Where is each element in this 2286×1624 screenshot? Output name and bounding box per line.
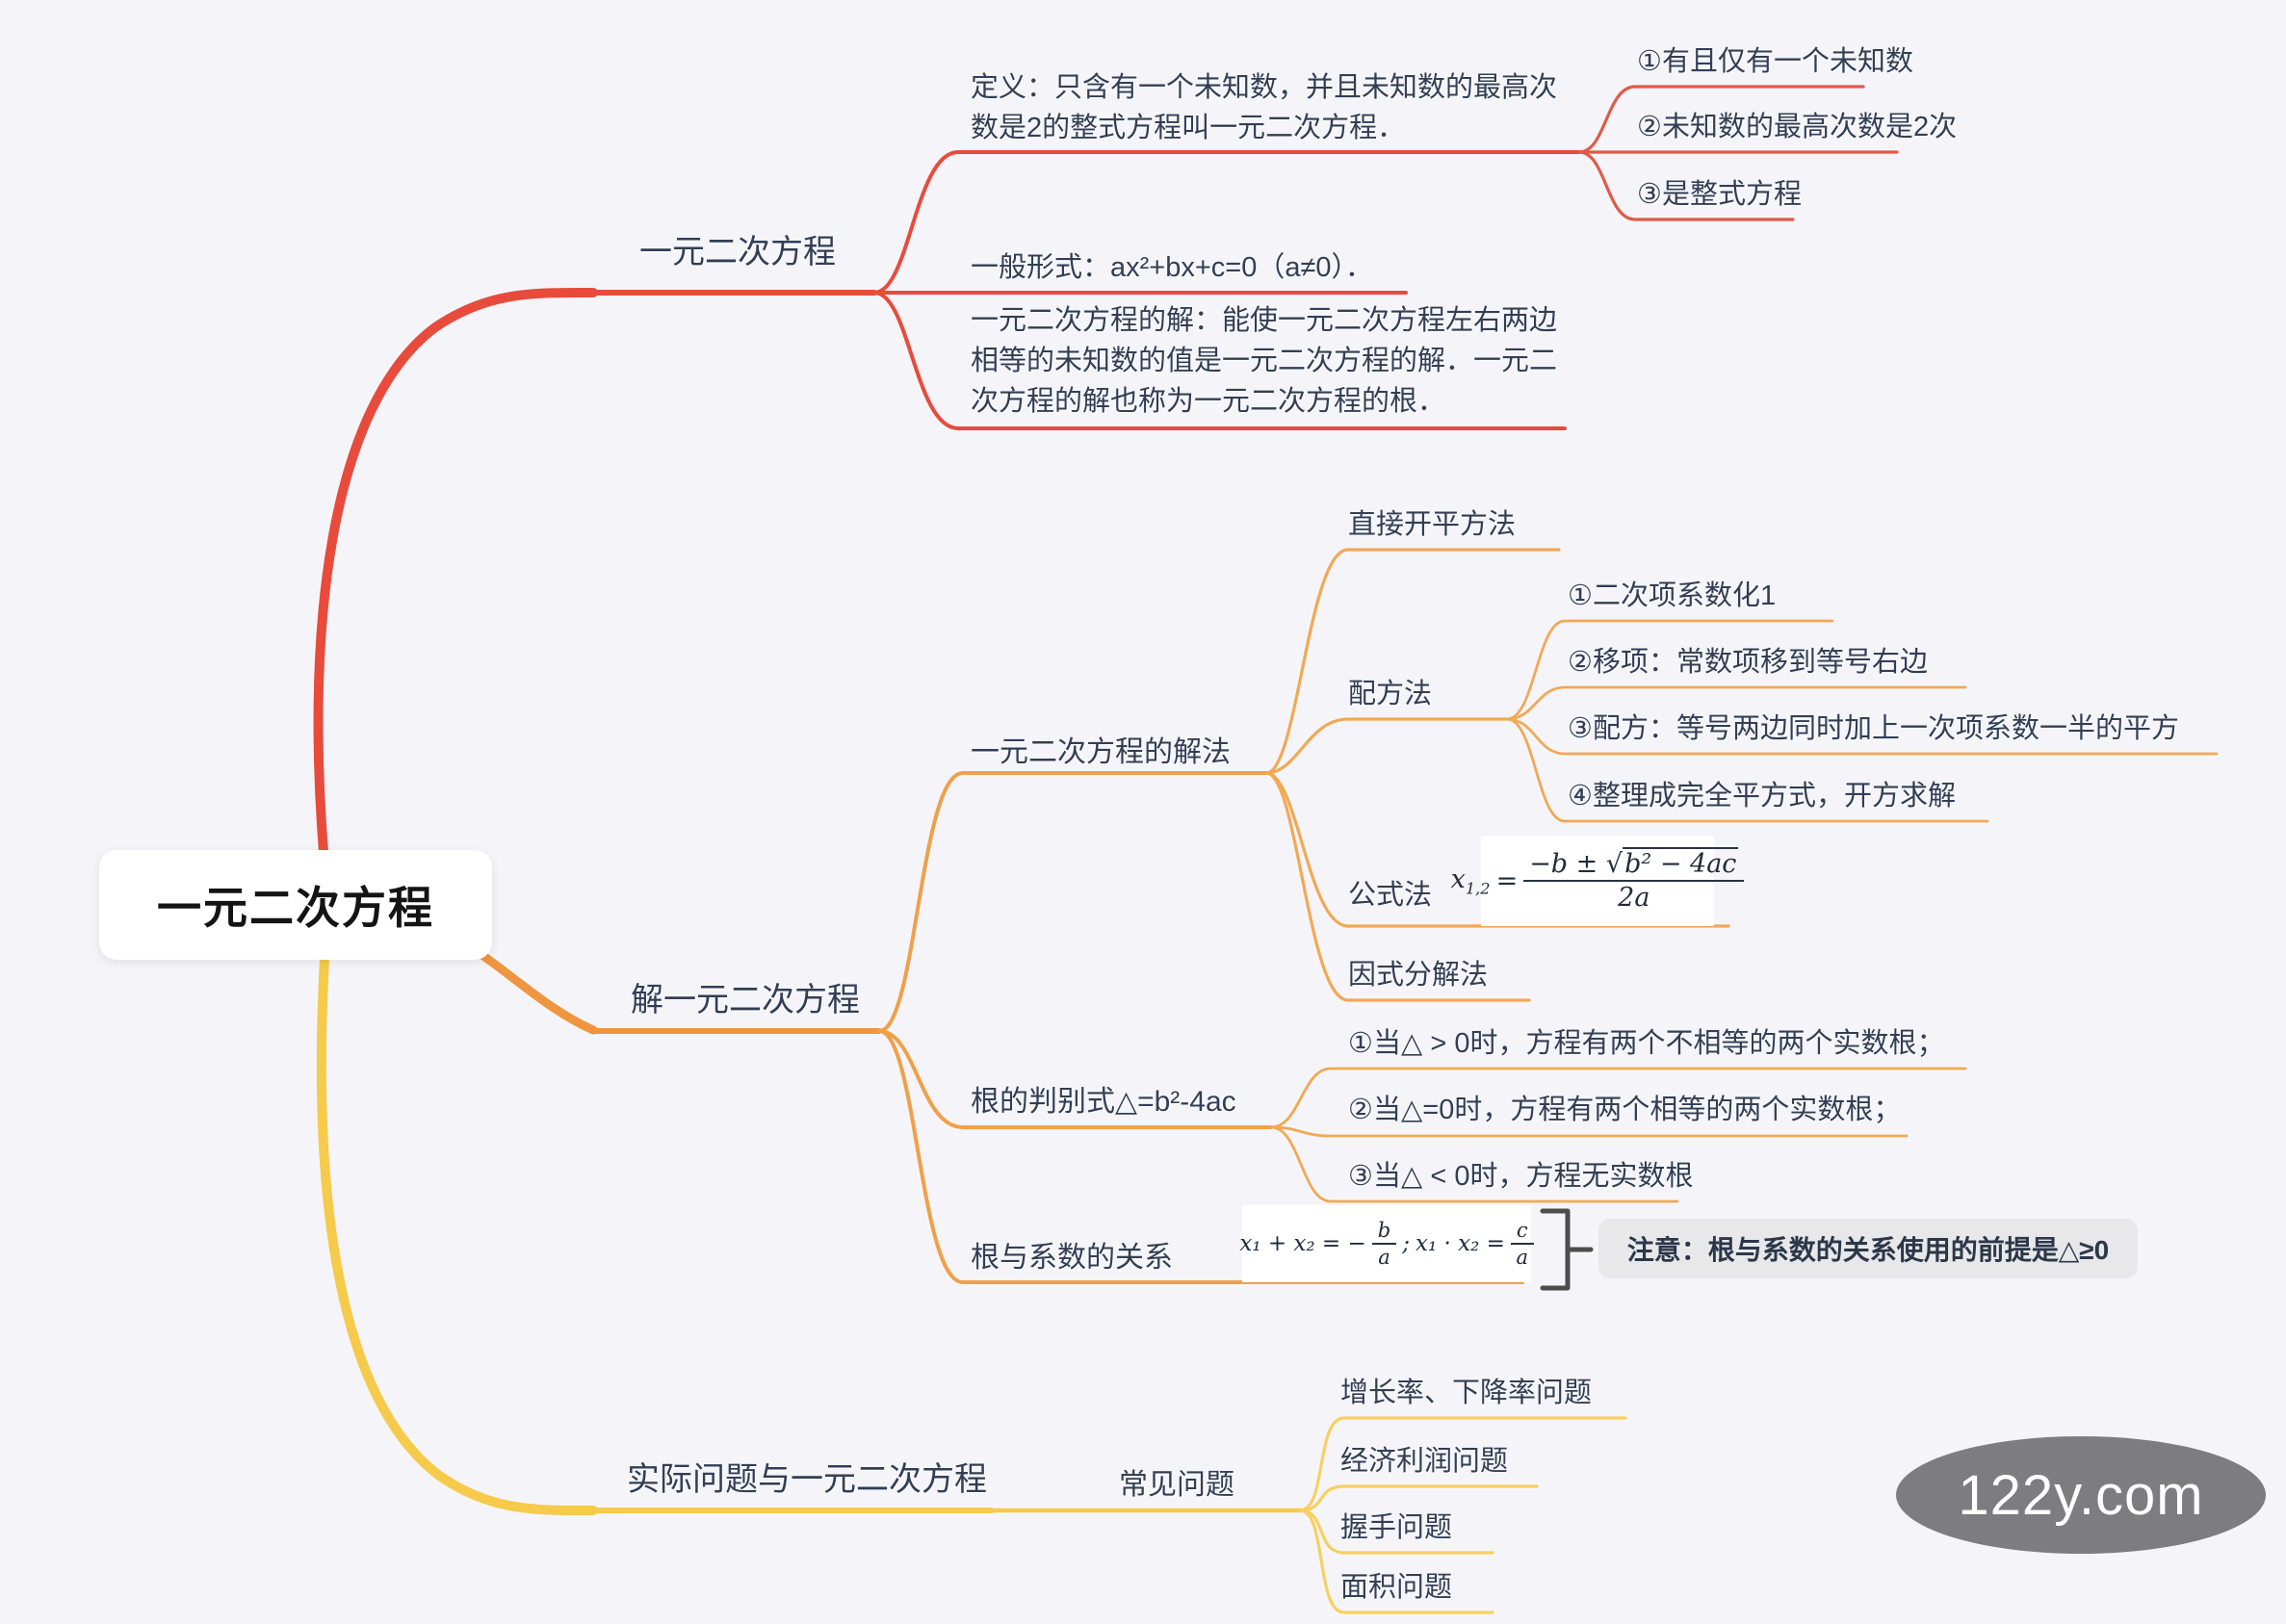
orange-methods-line: [877, 771, 1268, 1033]
node-problem-profit[interactable]: 经济利润问题: [1340, 1446, 1509, 1477]
node-vieta[interactable]: 根与系数的关系: [971, 1242, 1173, 1274]
node-common-problems[interactable]: 常见问题: [1119, 1469, 1234, 1501]
node-method-direct-sqrt[interactable]: 直接开平方法: [1348, 509, 1517, 540]
orange-disc-case1-line: [1269, 1067, 1967, 1129]
vieta-prod-lhs: x₁ · x₂ =: [1416, 1231, 1505, 1256]
node-cs-step-1[interactable]: ①二次项系数化1: [1568, 580, 1777, 611]
quadratic-formula-image: x1,2 = −b ± √b² − 4ac 2a: [1451, 836, 1745, 926]
note-bracket-icon: [1540, 1208, 1594, 1291]
root-node[interactable]: 一元二次方程: [99, 850, 492, 960]
red-trunk-line: [313, 287, 598, 900]
node-definition-point-1[interactable]: ①有且仅有一个未知数: [1637, 46, 1913, 77]
node-method-completing-square[interactable]: 配方法: [1348, 679, 1433, 709]
yellow-item2-line: [1298, 1484, 1539, 1512]
node-discriminant-case-3[interactable]: ③当△ < 0时，方程无实数根: [1348, 1161, 1694, 1192]
vieta-formula-image: x₁ + x₂ = − b a ; x₁ · x₂ = c a: [1239, 1205, 1534, 1282]
branch-topic-quadratic-equation[interactable]: 一元二次方程: [639, 234, 836, 271]
red-definition-point1-line: [1577, 85, 1865, 154]
node-cs-step-4[interactable]: ④整理成完全平方式，开方求解: [1568, 781, 1956, 812]
orange-cs-step1-line: [1505, 619, 1834, 721]
node-method-quadratic-formula[interactable]: 公式法: [1348, 880, 1433, 911]
orange-disc-case2-line: [1269, 1125, 1909, 1138]
red-definition-point3-line: [1577, 150, 1795, 221]
vieta-note-box: 注意：根与系数的关系使用的前提是△≥0: [1598, 1219, 2138, 1278]
node-solution-definition[interactable]: 一元二次方程的解：能使一元二次方程左右两边 相等的未知数的值是一元二次方程的解．…: [971, 305, 1558, 417]
node-definition[interactable]: 定义：只含有一个未知数，并且未知数的最高次 数是2的整式方程叫一元二次方程．: [971, 72, 1558, 143]
node-method-factoring[interactable]: 因式分解法: [1348, 960, 1489, 991]
orange-cs-step2-line: [1505, 685, 1967, 721]
node-definition-point-2[interactable]: ②未知数的最高次数是2次: [1637, 112, 1958, 142]
orange-cs-step3-line: [1505, 717, 2219, 756]
vieta-separator: ;: [1402, 1231, 1410, 1256]
yellow-item4-line: [1298, 1508, 1494, 1614]
node-problem-growth-rate[interactable]: 增长率、下降率问题: [1340, 1378, 1593, 1408]
yellow-trunk-line: [316, 910, 598, 1516]
node-methods-label[interactable]: 一元二次方程的解法: [971, 736, 1231, 768]
node-general-form[interactable]: 一般形式：ax²+bx+c=0（a≠0）．: [971, 252, 1374, 283]
red-solution-def-line: [872, 291, 1567, 430]
orange-direct-sqrt-line: [1264, 548, 1561, 775]
branch-topic-solving[interactable]: 解一元二次方程: [631, 982, 860, 1018]
node-discriminant-case-1[interactable]: ①当△ > 0时，方程有两个不相等的两个实数根；: [1348, 1028, 1945, 1059]
vieta-sum-lhs: x₁ + x₂ = −: [1239, 1231, 1366, 1256]
node-discriminant[interactable]: 根的判别式△=b²-4ac: [971, 1086, 1236, 1118]
yellow-item1-line: [1298, 1416, 1627, 1512]
orange-vieta-line: [877, 1029, 1524, 1284]
node-cs-step-3[interactable]: ③配方：等号两边同时加上一次项系数一半的平方: [1568, 713, 2179, 744]
node-problem-area[interactable]: 面积问题: [1340, 1572, 1453, 1603]
node-discriminant-case-2[interactable]: ②当△=0时，方程有两个相等的两个实数根；: [1348, 1095, 1902, 1125]
orange-completing-square-line: [1264, 717, 1509, 775]
node-cs-step-2[interactable]: ②移项：常数项移到等号右边: [1568, 647, 1928, 678]
vieta-sum-fraction: b a: [1371, 1219, 1397, 1269]
node-definition-point-3[interactable]: ③是整式方程: [1637, 179, 1802, 210]
red-definition-line: [872, 150, 1581, 295]
formula-equals: =: [1495, 865, 1519, 896]
orange-discriminant-line: [877, 1029, 1273, 1129]
orange-factoring-line: [1264, 771, 1531, 1002]
watermark-badge: 122y.com: [1896, 1436, 2266, 1554]
node-problem-handshake[interactable]: 握手问题: [1340, 1512, 1453, 1543]
vieta-note-text: 注意：根与系数的关系使用的前提是△≥0: [1626, 1235, 2110, 1265]
formula-fraction: −b ± √b² − 4ac 2a: [1523, 847, 1745, 913]
orange-formula-method-line: [1264, 771, 1730, 928]
watermark-text: 122y.com: [1958, 1463, 2204, 1527]
branch-topic-applications[interactable]: 实际问题与一元二次方程: [627, 1461, 987, 1498]
orange-cs-step4-line: [1505, 717, 1989, 823]
orange-disc-case3-line: [1269, 1125, 1679, 1203]
formula-lhs: x1,2: [1450, 864, 1491, 898]
vieta-prod-fraction: c a: [1510, 1219, 1534, 1269]
